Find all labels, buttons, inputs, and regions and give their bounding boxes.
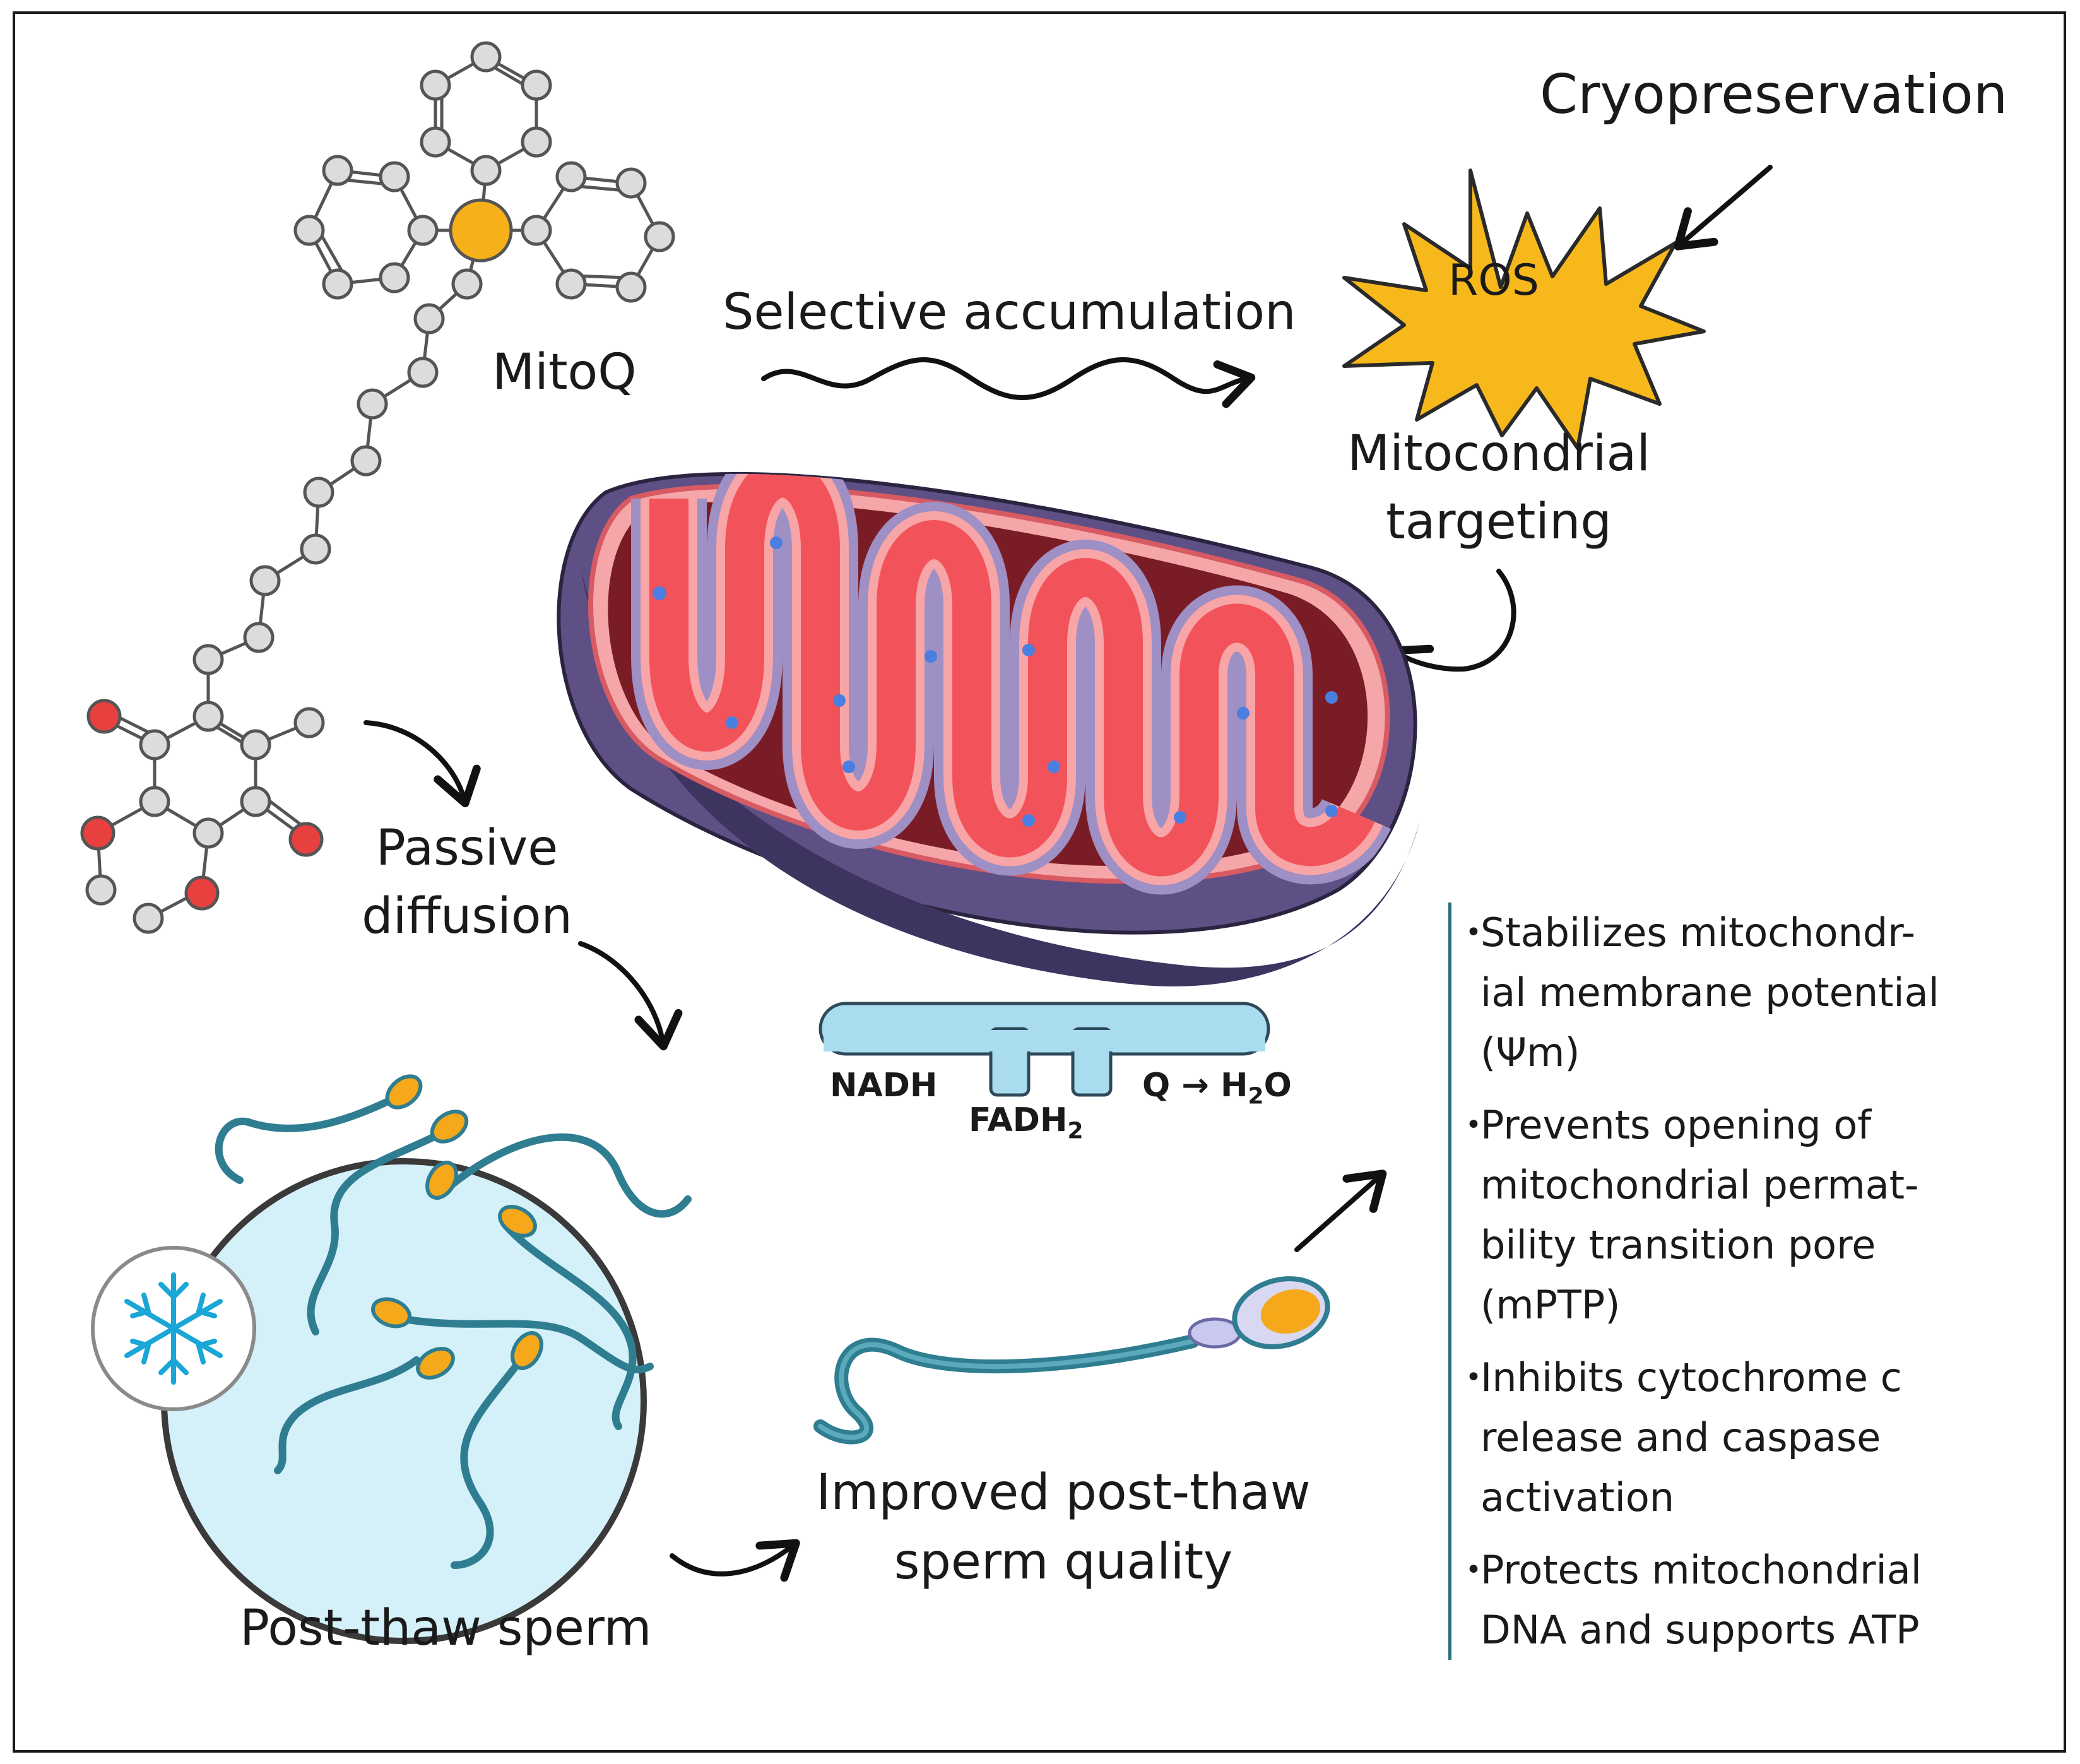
mitoq-label: MitoQ	[492, 344, 637, 401]
selective-accumulation-arrow	[761, 357, 1256, 408]
selective-accumulation-label: Selective accumulation	[723, 284, 1296, 341]
post-thaw-sperm-label: Post-thaw sperm	[240, 1600, 652, 1657]
effects-panel: •Stabilizes mitochondr- ial membrane pot…	[1448, 903, 1991, 1660]
to-effects-arrow	[1294, 1169, 1387, 1252]
cryo-to-ros-arrow	[1674, 165, 1773, 251]
phosphorus-atom	[449, 198, 513, 263]
snowflake-icon	[124, 1272, 223, 1385]
to-improved-arrow	[670, 1539, 800, 1582]
etc-chain-icon	[818, 1002, 1270, 1097]
targeting-arrow	[1389, 569, 1516, 688]
passive-diffusion-arrow-2	[578, 941, 683, 1051]
effect-item: •Protects mitochondrial DNA and supports…	[1465, 1547, 1922, 1653]
ros-label: ROS	[1448, 256, 1539, 305]
mitochondrion-icon	[557, 471, 1420, 986]
q-h2o-label: Q → H2O	[1142, 1067, 1292, 1110]
nadh-label: NADH	[830, 1067, 938, 1104]
fadh2-label: FADH2	[969, 1101, 1084, 1144]
mitochondrial-targeting-label: Mitocondrial targeting	[1347, 425, 1651, 550]
ros-starburst-icon	[1342, 169, 1706, 450]
effect-item: •Prevents opening of mitochondrial perma…	[1465, 1102, 1919, 1328]
passive-diffusion-label: Passive diffusion	[362, 820, 572, 945]
improved-quality-label: Improved post-thaw sperm quality	[816, 1464, 1311, 1590]
molecule-icon	[80, 41, 675, 934]
sperm-dish	[91, 1074, 692, 1644]
effect-item: •Inhibits cytochrome c release and caspa…	[1465, 1354, 1902, 1520]
cryopreservation-label: Cryopreservation	[1540, 63, 2008, 126]
effect-item: •Stabilizes mitochondr- ial membrane pot…	[1465, 909, 1939, 1075]
sperm-icon	[813, 1276, 1330, 1445]
passive-diffusion-arrow-1	[363, 720, 481, 808]
